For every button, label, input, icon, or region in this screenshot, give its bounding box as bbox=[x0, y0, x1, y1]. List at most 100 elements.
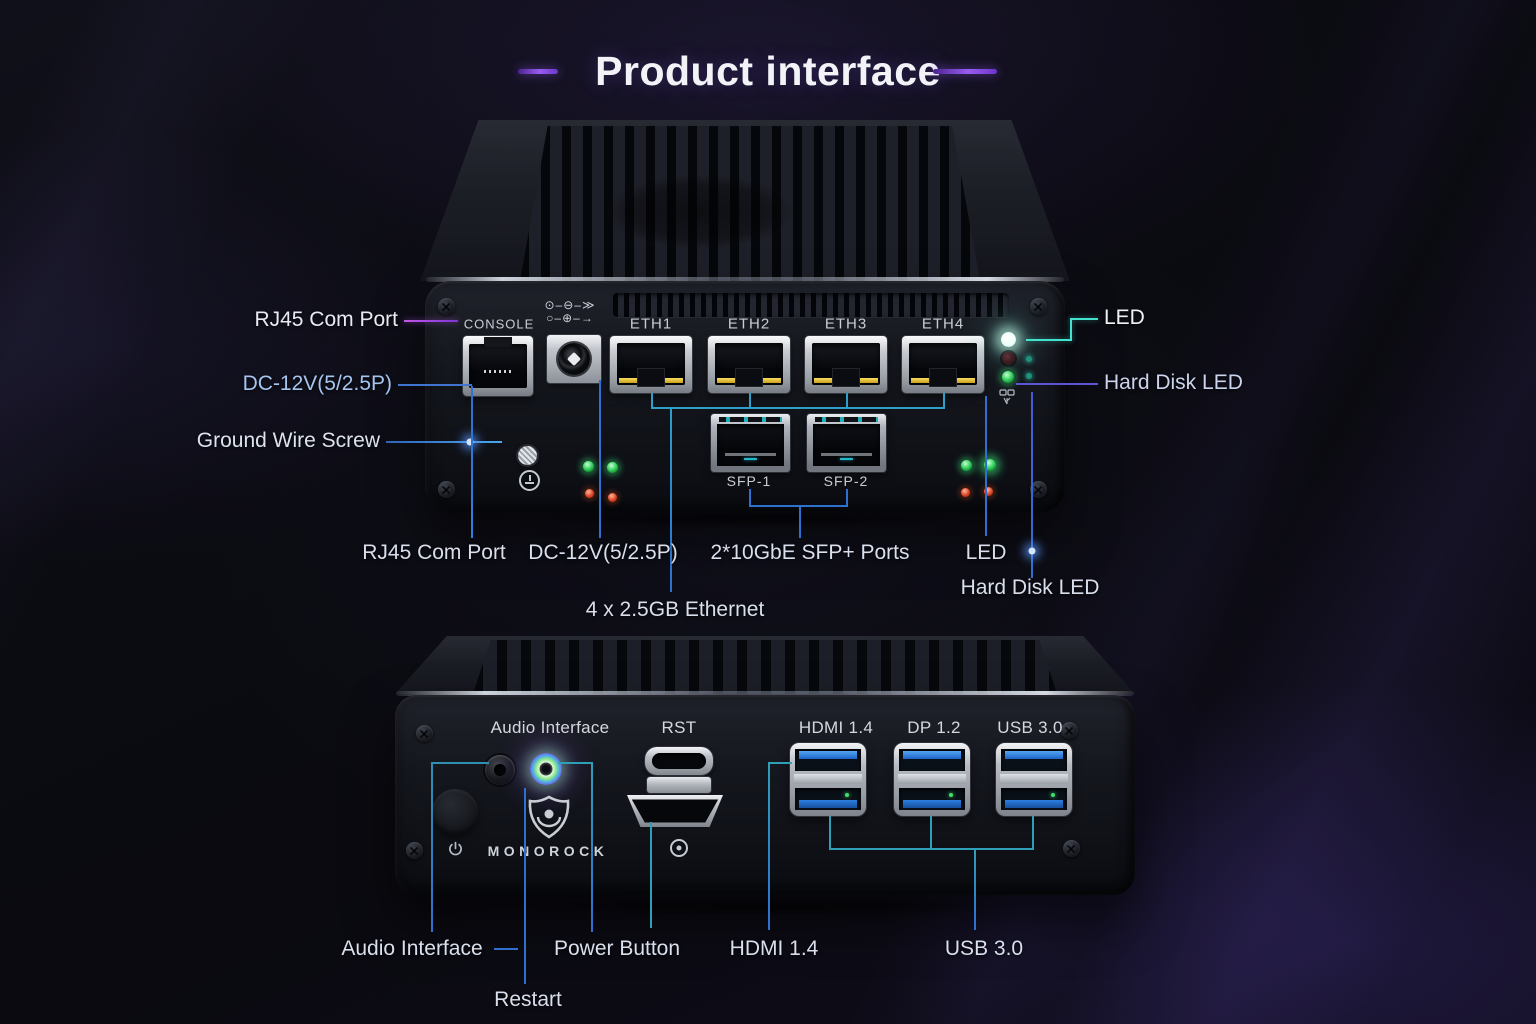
eth3-label: ETH3 bbox=[824, 315, 868, 333]
callout-line-ground bbox=[386, 441, 502, 443]
front-device-edge-highlight bbox=[426, 277, 1064, 282]
screw bbox=[1061, 722, 1078, 739]
sfp1-port bbox=[711, 414, 790, 472]
bottom-label-led: LED bbox=[965, 541, 1007, 564]
act-led-red bbox=[961, 488, 970, 497]
dc-polarity-row2: ○–⊕–→ bbox=[546, 311, 594, 325]
eth2-label: ETH2 bbox=[727, 315, 771, 333]
title-dash-right bbox=[933, 69, 997, 74]
brand-shield-icon bbox=[528, 795, 570, 839]
rear-device-panel: Audio Interface RST HDMI 1.4 DP 1.2 USB … bbox=[395, 695, 1135, 895]
sfp2-port bbox=[807, 414, 886, 472]
bottom-label-power-button: Power Button bbox=[553, 937, 681, 960]
console-port-latch bbox=[484, 337, 512, 347]
power-led bbox=[1001, 332, 1016, 347]
rst-mini-port bbox=[645, 747, 713, 775]
drop-line-dc bbox=[599, 380, 601, 538]
link-led-green bbox=[984, 459, 996, 471]
fan-recess bbox=[575, 162, 825, 262]
drop-line-led bbox=[985, 396, 987, 536]
power-drop-line bbox=[591, 762, 593, 932]
eth3-drop bbox=[846, 393, 848, 408]
rear-device-top-vents bbox=[473, 640, 1057, 694]
callout-glow-dot bbox=[1028, 547, 1036, 555]
screw bbox=[1030, 481, 1047, 498]
screw bbox=[416, 725, 433, 742]
eth2-drop bbox=[749, 393, 751, 408]
usb2-drop bbox=[930, 816, 932, 849]
title-dash-left bbox=[518, 69, 558, 74]
page-title: Product interface bbox=[595, 48, 941, 94]
bottom-label-hdmi: HDMI 1.4 bbox=[729, 937, 819, 960]
power-callout-h bbox=[558, 762, 592, 764]
hdmi-label: HDMI 1.4 bbox=[798, 718, 874, 737]
hdmi-callout-h bbox=[768, 762, 792, 764]
bottom-label-audio-interface: Audio Interface bbox=[341, 937, 483, 960]
rear-device-shadow bbox=[420, 893, 1120, 921]
sfp1-drop bbox=[749, 489, 751, 506]
bottom-label-ethernet: 4 x 2.5GB Ethernet bbox=[585, 598, 765, 621]
sfp-manifold-line bbox=[749, 505, 848, 507]
sfp2-drop bbox=[846, 489, 848, 506]
callout-dc12v-left: DC-12V(5/2.5P) bbox=[242, 372, 392, 395]
audio-callout-h bbox=[431, 762, 489, 764]
eth2-port bbox=[708, 336, 790, 393]
rear-device-edge-highlight bbox=[396, 691, 1134, 696]
ground-symbol-icon bbox=[519, 470, 540, 491]
link-led-green bbox=[961, 460, 972, 471]
callout-line-dc12v-left bbox=[398, 384, 472, 386]
usb-port-pair-3 bbox=[996, 743, 1072, 816]
sfp-manifold-drop bbox=[799, 505, 801, 538]
rst-label: RST bbox=[661, 718, 697, 737]
callout-hard-disk-led-right: Hard Disk LED bbox=[1104, 371, 1243, 394]
act-led-red bbox=[585, 489, 594, 498]
bottom-label-hard-disk-led: Hard Disk LED bbox=[960, 576, 1100, 599]
screw bbox=[1030, 298, 1047, 315]
record-dot-icon bbox=[670, 839, 688, 857]
screw bbox=[438, 298, 455, 315]
ground-wire-screw bbox=[518, 446, 537, 465]
screw bbox=[406, 842, 423, 859]
usb-port-pair-2 bbox=[894, 743, 970, 816]
callout-glow-dot bbox=[466, 438, 474, 446]
hdmi-clip bbox=[647, 777, 711, 793]
audio-label-dash bbox=[494, 948, 518, 950]
dc-polarity-row1: ⊙–⊖–≫ bbox=[544, 298, 596, 312]
hdmi-inner-drop-line bbox=[650, 822, 652, 928]
eth-manifold-drop bbox=[670, 407, 672, 592]
callout-ground-wire-screw: Ground Wire Screw bbox=[196, 429, 380, 452]
eth1-label: ETH1 bbox=[629, 315, 673, 333]
eth-manifold-line bbox=[651, 407, 945, 409]
hdmi-drop-line bbox=[768, 762, 770, 930]
hdd-icon bbox=[999, 389, 1015, 405]
eth1-port bbox=[610, 336, 692, 393]
eth4-label: ETH4 bbox=[921, 315, 965, 333]
restart-drop-line bbox=[524, 788, 526, 984]
usb-label: USB 3.0 bbox=[997, 718, 1063, 737]
callout-line-led-v bbox=[1070, 318, 1072, 341]
screw bbox=[438, 481, 455, 498]
act-led-red bbox=[608, 493, 617, 502]
eth4-port bbox=[902, 336, 984, 393]
console-rj45-port bbox=[463, 336, 533, 396]
callout-line-hdd-right bbox=[1016, 383, 1098, 385]
front-device-panel: CONSOLE ⊙–⊖–≫ ○–⊕–→ ETH1 ETH2 ETH3 ETH4 bbox=[425, 281, 1065, 513]
usb1-drop bbox=[829, 816, 831, 849]
bottom-label-restart: Restart bbox=[494, 988, 562, 1011]
status-dot-led bbox=[1026, 373, 1032, 379]
hard-disk-led bbox=[1002, 371, 1014, 383]
hdmi-port bbox=[627, 795, 723, 827]
dp-label: DP 1.2 bbox=[907, 718, 961, 737]
eth4-drop bbox=[943, 393, 945, 408]
reset-glow-button bbox=[530, 753, 562, 785]
brand-name: MONOROCK bbox=[487, 843, 609, 859]
sfp2-label: SFP-2 bbox=[823, 473, 869, 489]
bottom-label-usb: USB 3.0 bbox=[944, 937, 1024, 960]
link-led-green bbox=[607, 462, 618, 473]
audio-interface-label: Audio Interface bbox=[490, 718, 610, 737]
audio-callout-v bbox=[431, 762, 433, 932]
standby-led bbox=[1002, 352, 1015, 365]
bottom-label-rj45-com-port: RJ45 Com Port bbox=[362, 541, 506, 564]
link-led-green bbox=[583, 461, 594, 472]
